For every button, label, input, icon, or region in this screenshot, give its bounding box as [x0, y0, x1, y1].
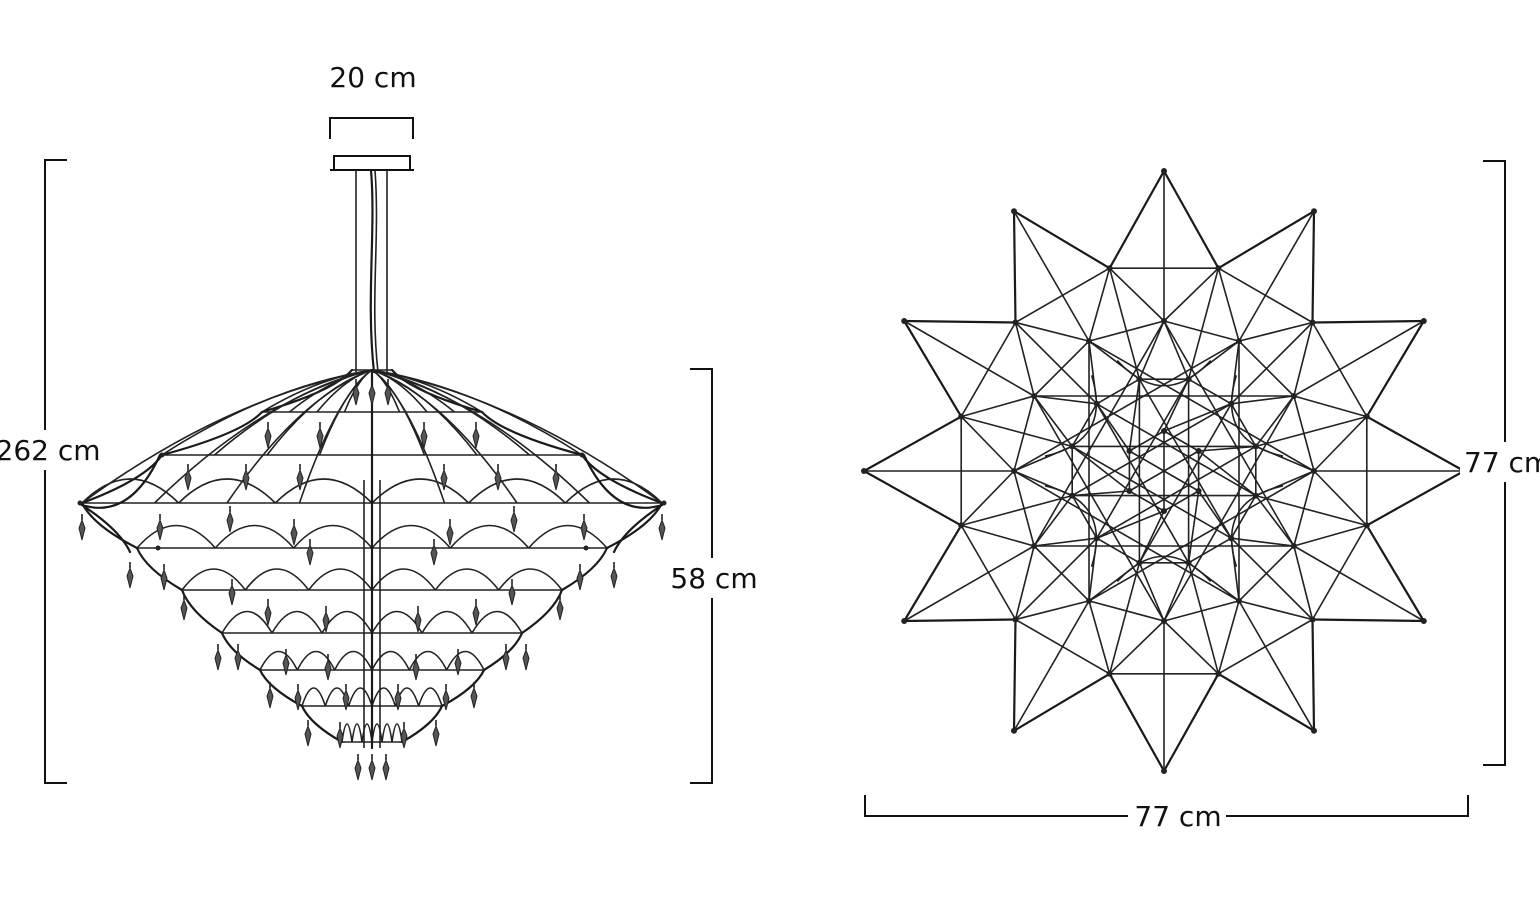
chandelier-top-illustration	[861, 168, 1467, 774]
top-view-height-label: 77 cm	[1464, 446, 1540, 479]
top-view-width-label: 77 cm	[1134, 800, 1221, 833]
ceiling-canopy	[333, 155, 411, 171]
body-height-label: 58 cm	[670, 562, 757, 595]
total-height-bracket	[44, 159, 67, 784]
canopy-width-label: 20 cm	[329, 61, 416, 94]
canopy-width-bracket	[329, 117, 414, 139]
top-view: 77 cm 77 cm	[861, 160, 1540, 835]
side-view: 20 cm 262 cm 58 cm	[0, 61, 760, 784]
suspension-rods	[355, 168, 388, 374]
total-height-label: 262 cm	[0, 434, 101, 467]
chandelier-side-illustration	[77, 368, 667, 781]
